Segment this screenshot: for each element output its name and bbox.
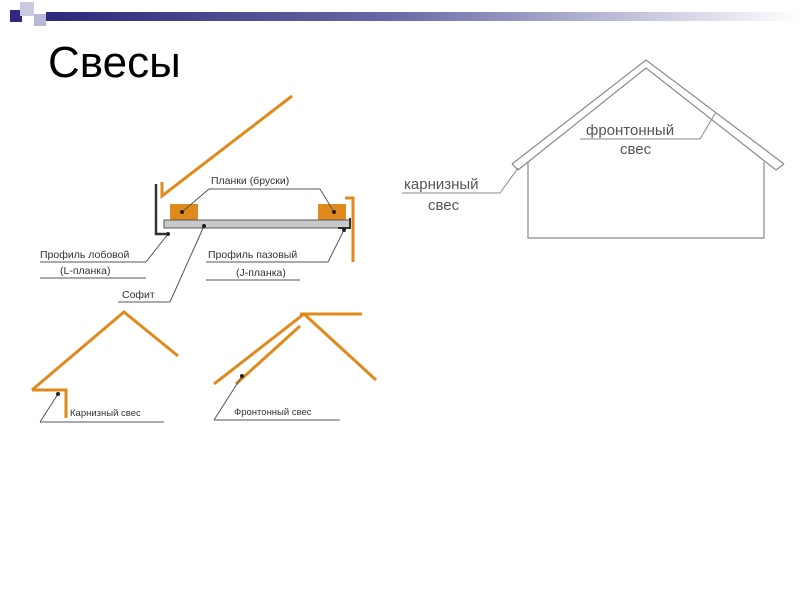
gradient-band [58, 12, 800, 21]
leader-dot [240, 374, 244, 378]
label-front-profile-sub: (L-планка) [60, 265, 110, 277]
house-diagram: фронтонный свес карнизный свес [402, 59, 785, 239]
leader-gable-house-diag [699, 111, 717, 140]
leader-dot [332, 210, 336, 214]
leader-dot [56, 392, 60, 396]
l-profile-shape [154, 184, 166, 236]
label-soffit: Софит [122, 289, 155, 301]
leader-eave-diag [39, 393, 59, 423]
slide-title: Свесы [48, 38, 181, 87]
leader-eave-house-diag [499, 167, 519, 194]
j-profile-shape [338, 218, 351, 229]
leader-dot [166, 232, 170, 236]
header-bar [0, 0, 800, 30]
label-eave-line1: карнизный [404, 176, 479, 193]
leader-dot [342, 228, 346, 232]
leader-front-profile-diag [145, 233, 169, 263]
label-gable-overhang: Фронтонный свес [234, 407, 312, 418]
label-eave-overhang: Карнизный свес [70, 408, 141, 419]
gable-overhang-diagram: Фронтонный свес [213, 312, 378, 421]
leader-groove-profile-diag [327, 229, 345, 263]
leader-planks-left [181, 188, 210, 213]
house-walls [527, 162, 765, 239]
gable-inner-line [234, 324, 302, 386]
house-roof-inner [517, 67, 777, 171]
light-square-decor-2 [34, 14, 46, 26]
gable-outer-line [213, 312, 378, 386]
navy-square-decor-2 [46, 12, 58, 21]
leader-dot [202, 224, 206, 228]
house-eave-right-tip [775, 163, 785, 171]
eave-wall-line [32, 388, 68, 418]
leader-dot [180, 210, 184, 214]
leader-planks-right [319, 188, 335, 213]
label-gable-line1: фронтонный [586, 122, 674, 139]
leader-soffit-diag [169, 225, 205, 303]
navy-square-decor [10, 10, 22, 22]
label-planks: Планки (бруски) [211, 175, 289, 187]
leader-gable-diag [213, 375, 243, 421]
label-groove-profile: Профиль пазовый [208, 249, 297, 261]
roof-slope-line [160, 94, 293, 200]
soffit-panel [163, 219, 351, 229]
label-groove-profile-sub: (J-планка) [236, 267, 286, 279]
light-square-decor [20, 2, 34, 16]
eave-overhang-diagram: Карнизный свес [31, 310, 179, 423]
soffit-diagram: Планки (бруски) Профиль лобовой (L-планк… [40, 94, 355, 303]
label-eave-line2: свес [428, 197, 460, 214]
label-gable-line2: свес [620, 141, 652, 158]
label-front-profile: Профиль лобовой [40, 249, 129, 261]
house-roof-outer [511, 59, 785, 165]
wall-line [345, 196, 355, 262]
eave-roof-line [31, 310, 179, 392]
